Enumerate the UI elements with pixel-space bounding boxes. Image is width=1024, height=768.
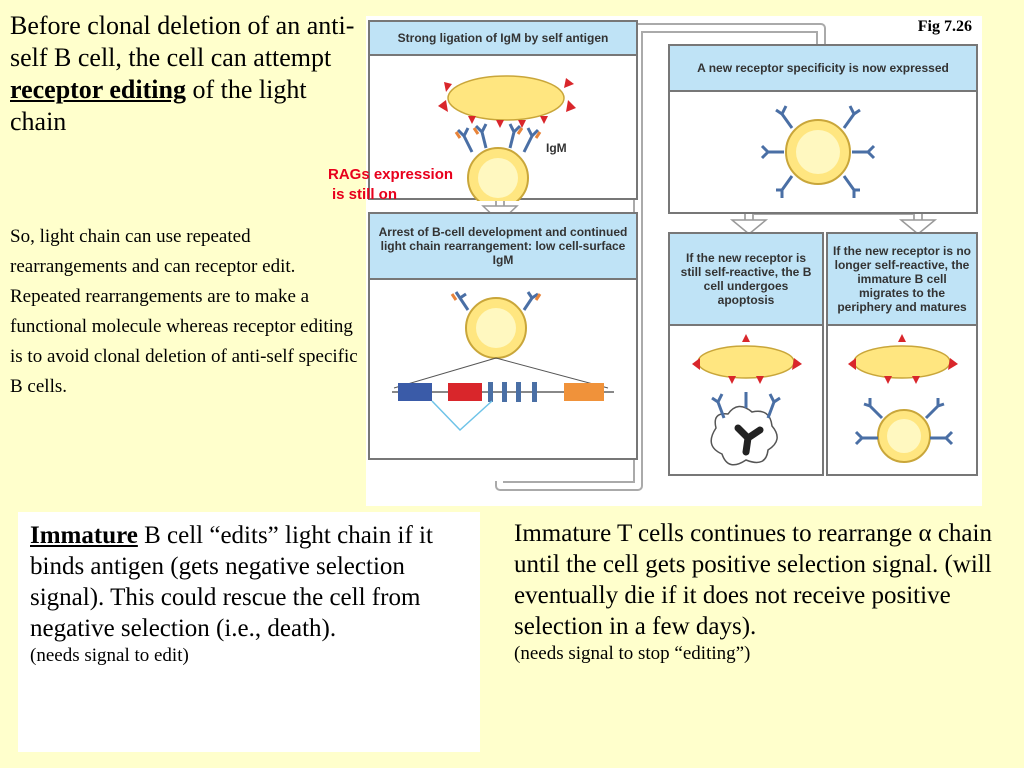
body-paragraph: So, light chain can use repeated rearran… xyxy=(10,226,358,397)
immature-t-cell-note: Immature T cells continues to rearrange … xyxy=(478,506,1024,756)
c-segment xyxy=(564,383,604,401)
igm-label: IgM xyxy=(546,141,567,155)
rags-line-2: is still on xyxy=(332,186,398,203)
immature-b-cell-text: B cell “edits” light chain if it binds a… xyxy=(30,522,433,642)
figure-7-26: Fig 7.26 Strong ligation of IgM by self … xyxy=(366,16,982,506)
immature-t-cell-text: Immature T cells continues to rearrange … xyxy=(514,520,992,640)
intro-line-before: Before clonal deletion of an anti-self B… xyxy=(10,11,355,72)
igm-receptors xyxy=(456,123,540,153)
panel3-title: A new receptor specificity is now expres… xyxy=(670,46,976,92)
antigen-cell xyxy=(447,75,565,121)
rags-line-1: RAGs expression xyxy=(328,166,454,183)
v-segment xyxy=(398,383,432,401)
flow-connectors xyxy=(481,23,938,491)
light-chain-rearrangement-illustration xyxy=(392,291,614,432)
needs-signal-to-edit: (needs signal to edit) xyxy=(30,645,189,666)
apoptosis-illustration xyxy=(692,334,802,466)
panel5-title: If the new receptor is no longer self-re… xyxy=(828,234,976,326)
rags-annotation: RAGs expression is still on xyxy=(328,165,453,205)
immature-b-cell-note: Immature B cell “edits” light chain if i… xyxy=(18,512,480,752)
v-segment-2 xyxy=(448,383,482,401)
j-segment xyxy=(488,382,493,402)
receptor-editing-term: receptor editing xyxy=(10,75,186,104)
panel-new-receptor: A new receptor specificity is now expres… xyxy=(668,44,978,214)
new-receptor-illustration xyxy=(760,105,876,198)
intro-heading: Before clonal deletion of an anti-self B… xyxy=(10,10,365,138)
panel4-title: If the new receptor is still self-reacti… xyxy=(670,234,822,326)
maturation-illustration xyxy=(848,334,958,463)
antigen-markers xyxy=(438,78,576,128)
immature-term: Immature xyxy=(30,522,138,549)
panel1-title: Strong ligation of IgM by self antigen xyxy=(370,22,636,56)
intro-line-after: of the light chain xyxy=(10,75,307,136)
needs-signal-to-stop-editing: (needs signal to stop “editing”) xyxy=(514,643,751,664)
figure-label: Fig 7.26 xyxy=(917,18,972,35)
self-antigen-binding-illustration: IgM xyxy=(438,75,576,201)
panel2-title: Arrest of B-cell development and continu… xyxy=(370,214,636,280)
